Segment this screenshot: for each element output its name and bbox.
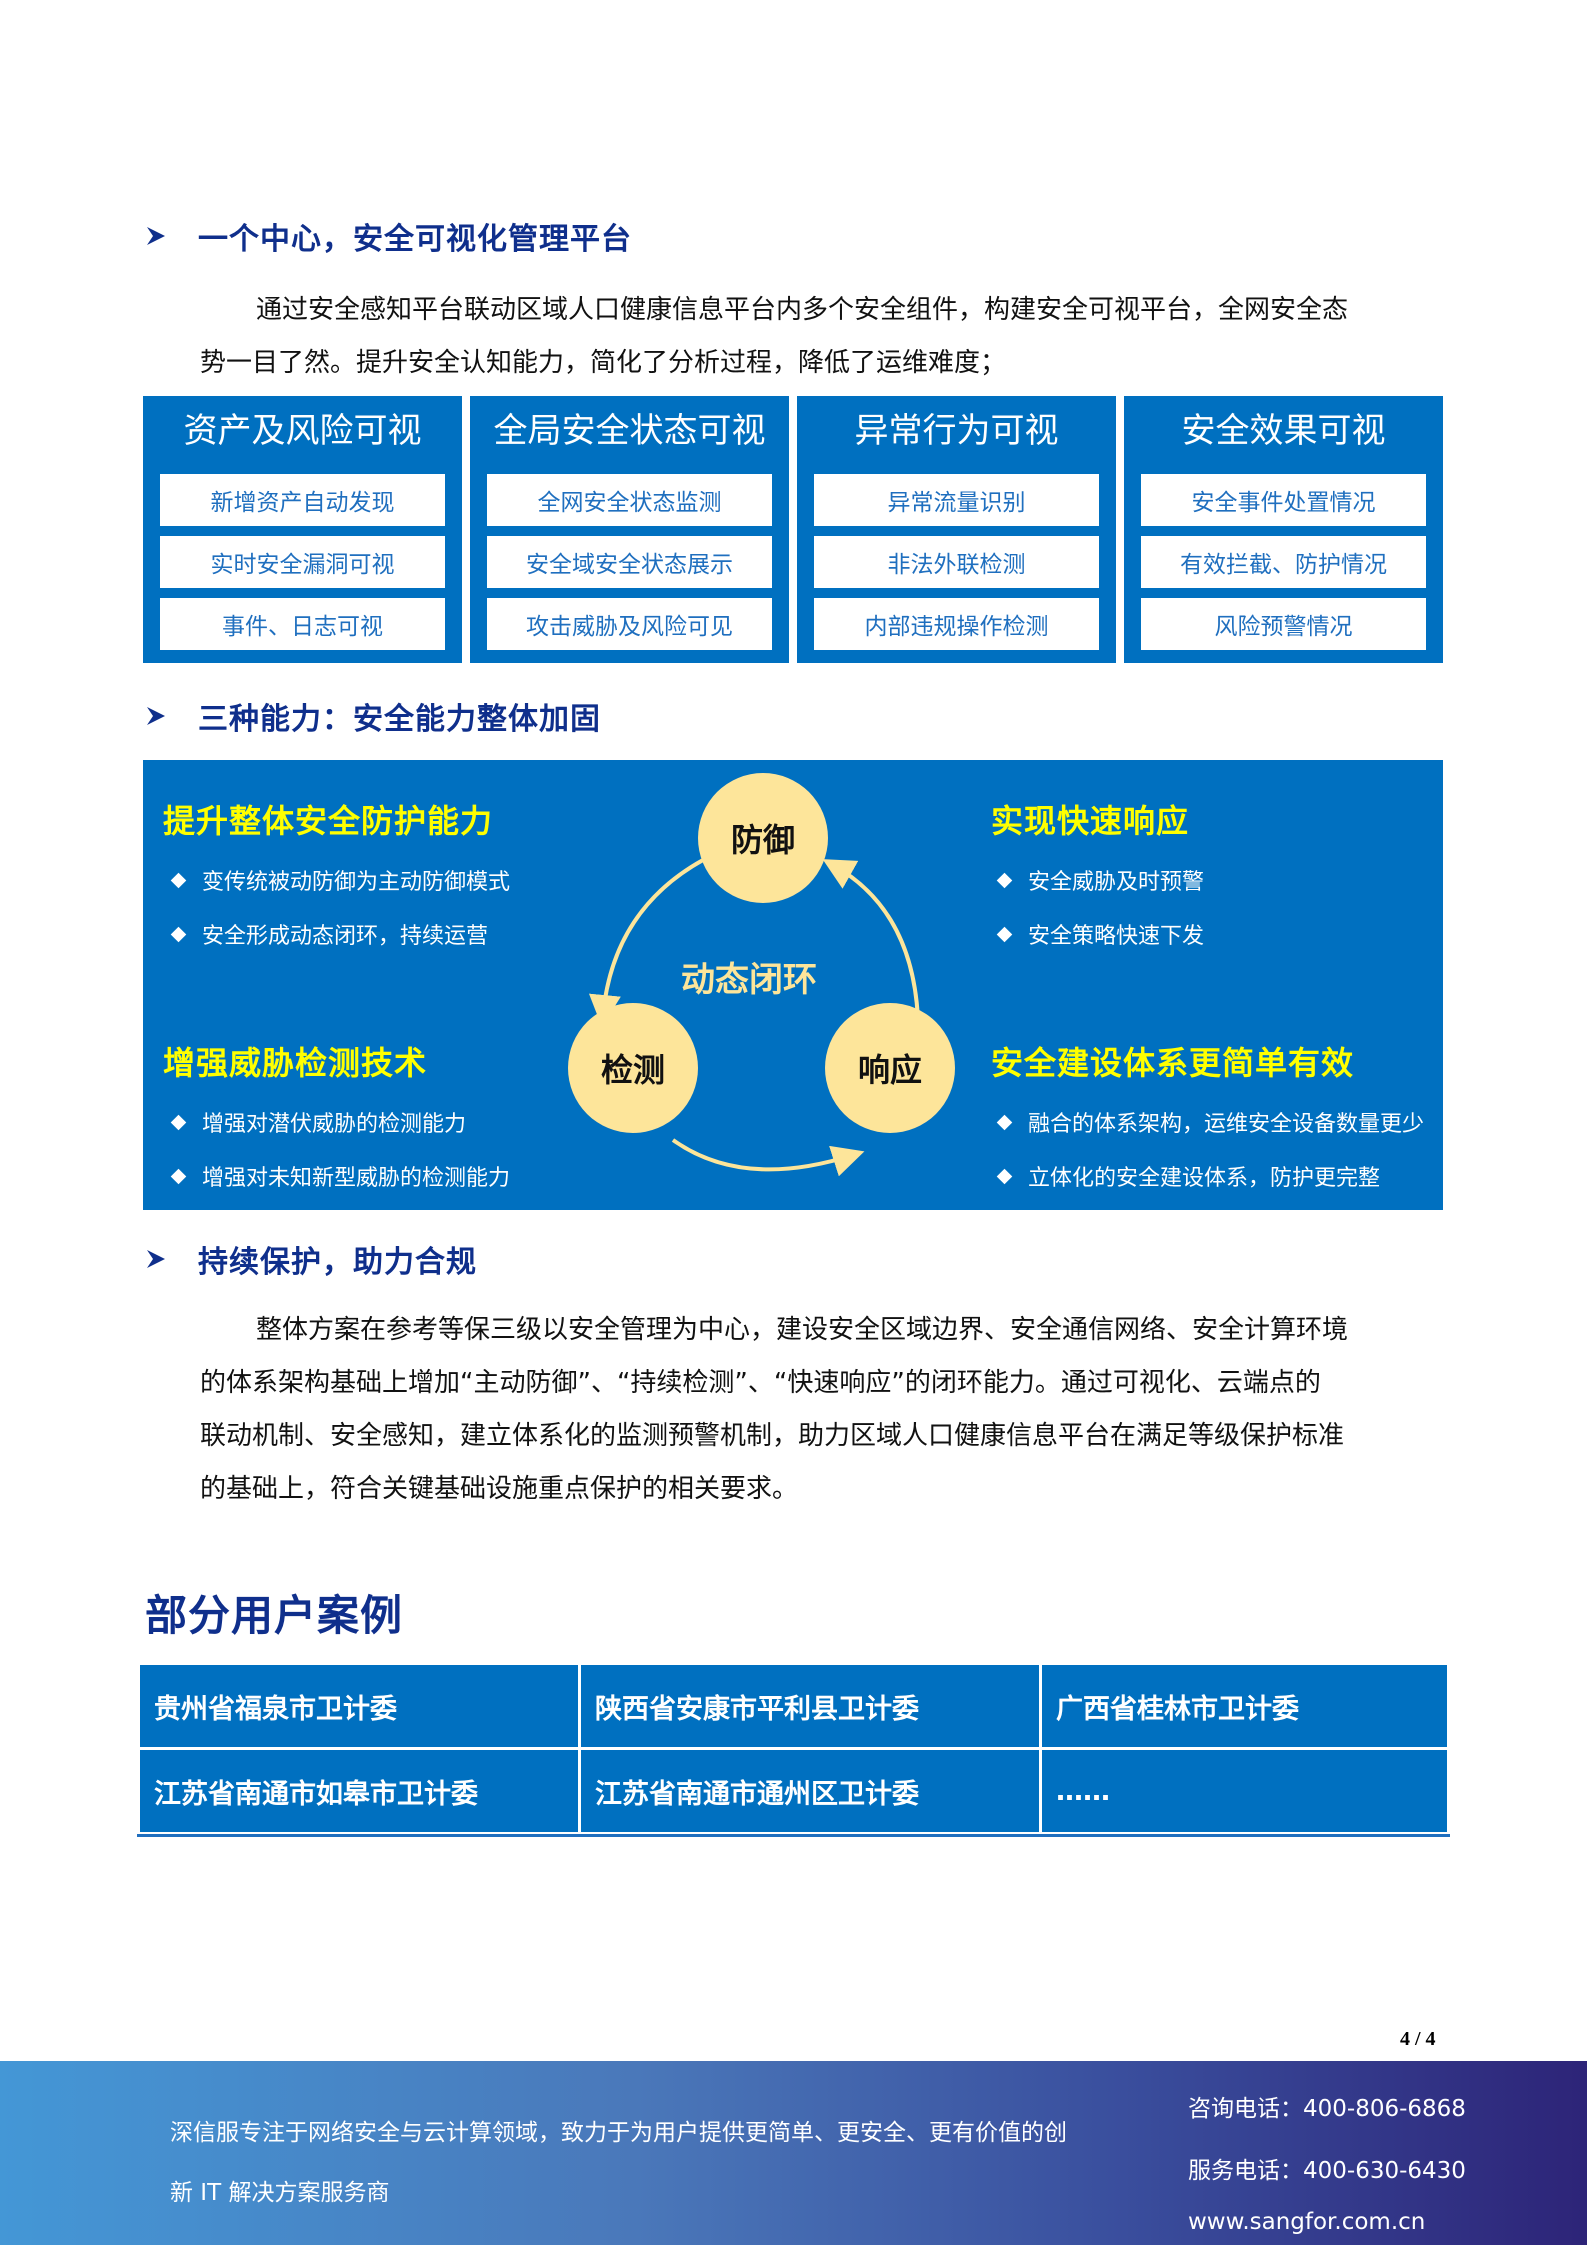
section-title: 一个中心，安全可视化管理平台 xyxy=(198,222,632,257)
card-title: 全局安全状态可视 xyxy=(493,411,766,451)
paragraph-line: 的体系架构基础上增加“主动防御”、“持续检测”、“快速响应”的闭环能力。通过可视… xyxy=(200,1368,1321,1398)
paragraph-line: 通过安全感知平台联动区域人口健康信息平台内多个安全组件，构建安全可视平台，全网安… xyxy=(256,295,1349,325)
bullet-text: 立体化的安全建设体系，防护更完整 xyxy=(1028,1166,1381,1191)
table-cell: 广西省桂林市卫计委 xyxy=(1039,1662,1450,1750)
loop-node-response: 响应 xyxy=(825,1003,955,1133)
footer-tagline: 新 IT 解决方案服务商 xyxy=(170,2180,390,2206)
card-item: 实时安全漏洞可视 xyxy=(160,536,445,588)
bullet-text: 安全威胁及时预警 xyxy=(1028,870,1205,895)
card-asset-risk: 资产及风险可视 新增资产自动发现 实时安全漏洞可视 事件、日志可视 xyxy=(143,396,462,663)
dynamic-loop-arrows xyxy=(588,858,920,1177)
paragraph-line: 联动机制、安全感知，建立体系化的监测预警机制，助力区域人口健康信息平台在满足等级… xyxy=(200,1421,1345,1451)
capability-bullet: 变传统被动防御为主动防御模式 xyxy=(169,864,510,896)
card-item: 新增资产自动发现 xyxy=(160,474,445,526)
section-heading-compliance: 持续保护，助力合规 xyxy=(146,1237,477,1281)
table-row: 贵州省福泉市卫计委 陕西省安康市平利县卫计委 广西省桂林市卫计委 xyxy=(137,1662,1450,1750)
card-item: 安全域安全状态展示 xyxy=(487,536,772,588)
card-item: 异常流量识别 xyxy=(814,474,1099,526)
card-title: 资产及风险可视 xyxy=(183,411,422,451)
section-title: 三种能力：安全能力整体加固 xyxy=(198,702,601,737)
capability-title: 提升整体安全防护能力 xyxy=(163,802,494,840)
paragraph-line: 整体方案在参考等保三级以安全管理为中心，建设安全区域边界、安全通信网络、安全计算… xyxy=(256,1315,1349,1345)
page-number: 4 / 4 xyxy=(1400,2028,1436,2050)
card-item: 有效拦截、防护情况 xyxy=(1141,536,1426,588)
capability-bullet: 立体化的安全建设体系，防护更完整 xyxy=(995,1160,1380,1192)
service-phone: 服务电话：400-630-6430 xyxy=(1188,2158,1466,2184)
card-security-effect: 安全效果可视 安全事件处置情况 有效拦截、防护情况 风险预警情况 xyxy=(1124,396,1443,663)
loop-center-label: 动态闭环 xyxy=(681,960,817,1000)
table-cell: 贵州省福泉市卫计委 xyxy=(137,1662,581,1750)
bullet-text: 安全策略快速下发 xyxy=(1028,924,1205,949)
section-heading-capabilities: 三种能力：安全能力整体加固 xyxy=(146,694,601,738)
section-heading-visibility: 一个中心，安全可视化管理平台 xyxy=(146,214,632,258)
visibility-cards: 资产及风险可视 新增资产自动发现 实时安全漏洞可视 事件、日志可视 全局安全状态… xyxy=(143,396,1443,663)
arrow-bullet-icon xyxy=(147,227,165,245)
capability-bullet: 安全威胁及时预警 xyxy=(995,864,1204,896)
bullet-text: 融合的体系架构，运维安全设备数量更少 xyxy=(1028,1112,1425,1137)
card-abnormal-behavior: 异常行为可视 异常流量识别 非法外联检测 内部违规操作检测 xyxy=(797,396,1116,663)
card-item: 安全事件处置情况 xyxy=(1141,474,1426,526)
capability-title: 安全建设体系更简单有效 xyxy=(991,1044,1355,1082)
section-paragraph: 通过安全感知平台联动区域人口健康信息平台内多个安全组件，构建安全可视平台，全网安… xyxy=(200,284,1444,390)
capability-title: 实现快速响应 xyxy=(991,802,1190,840)
bullet-text: 增强对未知新型威胁的检测能力 xyxy=(202,1166,511,1191)
table-cell: 江苏省南通市如皋市卫计委 xyxy=(137,1747,581,1835)
table-cell: 江苏省南通市通州区卫计委 xyxy=(578,1747,1042,1835)
card-item: 内部违规操作检测 xyxy=(814,598,1099,650)
table-underline xyxy=(137,1834,1450,1837)
table-cell: …… xyxy=(1039,1747,1450,1835)
bullet-text: 安全形成动态闭环，持续运营 xyxy=(202,924,489,949)
paragraph-line: 的基础上，符合关键基础设施重点保护的相关要求。 xyxy=(200,1474,799,1504)
card-global-status: 全局安全状态可视 全网安全状态监测 安全域安全状态展示 攻击威胁及风险可见 xyxy=(470,396,789,663)
card-item: 风险预警情况 xyxy=(1141,598,1426,650)
card-item: 攻击威胁及风险可见 xyxy=(487,598,772,650)
capability-bullet: 增强对未知新型威胁的检测能力 xyxy=(169,1160,510,1192)
capability-bullet: 增强对潜伏威胁的检测能力 xyxy=(169,1106,466,1138)
capability-bullet: 安全形成动态闭环，持续运营 xyxy=(169,918,488,950)
capability-title: 增强威胁检测技术 xyxy=(163,1044,428,1082)
section-title: 持续保护，助力合规 xyxy=(198,1245,477,1280)
loop-node-defense: 防御 xyxy=(698,773,828,903)
card-item: 非法外联检测 xyxy=(814,536,1099,588)
footer-banner: 深信服专注于网络安全与云计算领域，致力于为用户提供更简单、更安全、更有价值的创 … xyxy=(0,2061,1587,2245)
table-cell: 陕西省安康市平利县卫计委 xyxy=(578,1662,1042,1750)
capability-bullet: 融合的体系架构，运维安全设备数量更少 xyxy=(995,1106,1424,1138)
bullet-text: 增强对潜伏威胁的检测能力 xyxy=(202,1112,467,1137)
arrow-bullet-icon xyxy=(147,707,165,725)
section-paragraph: 整体方案在参考等保三级以安全管理为中心，建设安全区域边界、安全通信网络、安全计算… xyxy=(200,1304,1444,1516)
capability-panel: 提升整体安全防护能力 变传统被动防御为主动防御模式 安全形成动态闭环，持续运营 … xyxy=(143,760,1443,1210)
card-title: 异常行为可视 xyxy=(854,411,1059,451)
cases-table: 贵州省福泉市卫计委 陕西省安康市平利县卫计委 广西省桂林市卫计委 江苏省南通市如… xyxy=(137,1662,1450,1835)
loop-node-detection: 检测 xyxy=(568,1003,698,1133)
card-item: 事件、日志可视 xyxy=(160,598,445,650)
arrow-bullet-icon xyxy=(147,1250,165,1268)
table-row: 江苏省南通市如皋市卫计委 江苏省南通市通州区卫计委 …… xyxy=(137,1747,1450,1835)
card-item: 全网安全状态监测 xyxy=(487,474,772,526)
card-title: 安全效果可视 xyxy=(1181,411,1386,451)
website-link[interactable]: www.sangfor.com.cn xyxy=(1188,2209,1426,2235)
footer-tagline: 深信服专注于网络安全与云计算领域，致力于为用户提供更简单、更安全、更有价值的创 xyxy=(170,2120,1067,2146)
cases-title: 部分用户案例 xyxy=(145,1591,404,1640)
bullet-text: 变传统被动防御为主动防御模式 xyxy=(202,870,511,895)
capability-bullet: 安全策略快速下发 xyxy=(995,918,1204,950)
consult-phone: 咨询电话：400-806-6868 xyxy=(1188,2096,1466,2122)
paragraph-line: 势一目了然。提升安全认知能力，简化了分析过程，降低了运维难度； xyxy=(200,348,1007,378)
